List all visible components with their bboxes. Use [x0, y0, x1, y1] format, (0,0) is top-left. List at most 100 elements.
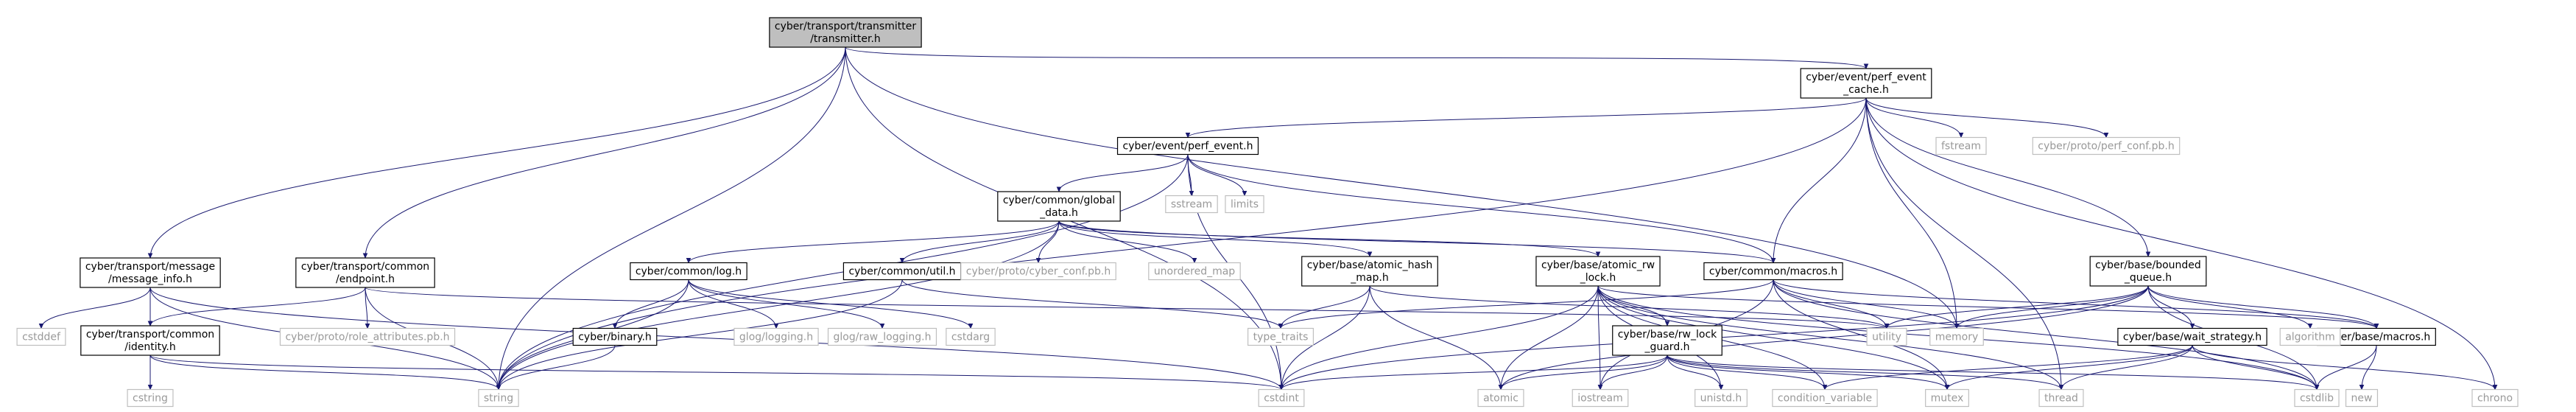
node-label: new [2351, 393, 2373, 405]
node-label: cyber/base/rw_lock [1618, 329, 1717, 341]
node-label: cyber/common/util.h [848, 266, 955, 278]
edge-root-to-memory [845, 46, 1957, 329]
node-util[interactable]: cyber/common/util.h [842, 262, 962, 281]
node-label: type_traits [1253, 332, 1309, 343]
node-box [960, 262, 1116, 281]
edge-log-to-glog-logging [688, 279, 776, 329]
edge-atomic-hash-map-to-type-traits [1281, 285, 1370, 329]
edge-atomic-hash-map-to-utility [1369, 285, 1887, 329]
node-memory: memory [1929, 327, 1984, 346]
node-box [2117, 327, 2267, 346]
node-cyber-conf-pb: cyber/proto/cyber_conf.pb.h [960, 262, 1116, 281]
node-cstring: cstring [127, 388, 174, 408]
node-label: chrono [2477, 393, 2513, 405]
node-string: string [478, 388, 519, 408]
node-algorithm: algorithm [2279, 327, 2341, 346]
edge-bounded-queue-to-macros-base [2147, 285, 2376, 329]
node-condition-variable: condition_variable [1772, 388, 1878, 408]
node-label: cyber/binary.h [578, 332, 652, 343]
edge-perf-event-cache-to-fstream [1865, 97, 1961, 138]
node-box [733, 327, 819, 346]
edge-root-to-message-info [150, 46, 846, 258]
node-label: cyber/proto/role_attributes.pb.h [285, 332, 449, 343]
node-cstdlib: cstdlib [2294, 388, 2340, 408]
node-label: cyber/common/macros.h [1709, 266, 1837, 278]
edge-message-info-to-cstddef [41, 287, 151, 329]
node-box [2279, 327, 2341, 346]
node-box [2032, 136, 2181, 156]
node-identity[interactable]: cyber/transport/common/identity.h [80, 325, 220, 356]
node-wait-strategy[interactable]: cyber/base/wait_strategy.h [2117, 327, 2267, 346]
edge-macros-base-to-cstdlib [2317, 345, 2377, 390]
node-box [1695, 388, 1748, 408]
node-endpoint[interactable]: cyber/transport/common/endpoint.h [295, 257, 435, 288]
node-root[interactable]: cyber/transport/transmitter/transmitter.… [769, 17, 922, 48]
node-atomic-rw-lock[interactable]: cyber/base/atomic_rw_lock.h [1535, 256, 1661, 287]
node-message-info[interactable]: cyber/transport/message/message_info.h [80, 257, 221, 288]
edge-root-to-string [499, 46, 846, 390]
edge-atomic-rw-lock-to-macros-base [1597, 285, 2376, 329]
edge-root-to-perf-event-cache [845, 46, 1866, 69]
node-label: cyber/proto/cyber_conf.pb.h [966, 266, 1111, 278]
edge-perf-event-cache-to-memory [1865, 97, 1957, 329]
node-bounded-queue[interactable]: cyber/base/bounded_queue.h [2089, 256, 2207, 287]
node-label: _lock.h [1580, 272, 1616, 284]
edge-endpoint-to-role-attr-pb [365, 287, 367, 329]
node-rw-lock-guard[interactable]: cyber/base/rw_lock_guard.h [1612, 325, 1722, 356]
edge-global-data-to-unordered-map [1058, 220, 1194, 263]
node-label: cyber/event/perf_event.h [1123, 141, 1253, 153]
node-thread: thread [2038, 388, 2084, 408]
node-macros-base[interactable]: cyber/base/macros.h [2317, 327, 2436, 346]
node-label: /transmitter.h [810, 33, 881, 45]
nodes-layer: cyber/transport/transmitter/transmitter.… [16, 17, 2519, 408]
node-global-data[interactable]: cyber/common/global_data.h [997, 191, 1121, 222]
node-label: /identity.h [124, 341, 175, 353]
node-perf-event-cache[interactable]: cyber/event/perf_event_cache.h [1800, 68, 1932, 99]
edge-perf-event-cache-to-macros-common [1773, 97, 1867, 263]
node-label: cyber/transport/transmitter [775, 21, 916, 32]
node-box [1165, 195, 1218, 214]
edge-global-data-to-atomic-rw-lock [1058, 220, 1598, 256]
node-sstream: sstream [1165, 195, 1218, 214]
edge-wait-strategy-to-condition-variable [1825, 345, 2193, 390]
node-atomic-hash-map[interactable]: cyber/base/atomic_hash_map.h [1301, 256, 1438, 287]
node-role-attr-pb: cyber/proto/role_attributes.pb.h [279, 327, 456, 346]
node-label: unistd.h [1700, 393, 1742, 405]
edge-util-to-type-traits [901, 279, 1281, 329]
node-binary[interactable]: cyber/binary.h [572, 327, 658, 346]
node-label: sstream [1171, 199, 1212, 211]
node-label: condition_variable [1778, 393, 1872, 405]
node-box [1535, 256, 1661, 287]
node-label: cyber/common/log.h [636, 266, 742, 278]
edge-rw-lock-guard-to-atomic [1501, 355, 1668, 390]
node-perf-event[interactable]: cyber/event/perf_event.h [1116, 136, 1259, 156]
edge-perf-event-to-limits [1187, 154, 1245, 196]
edge-perf-event-cache-to-thread [1865, 97, 2061, 390]
node-macros-common[interactable]: cyber/common/macros.h [1703, 262, 1843, 281]
node-cstddef: cstddef [16, 327, 66, 346]
node-label: utility [1872, 332, 1901, 343]
edge-atomic-rw-lock-to-mutex [1597, 285, 1947, 390]
edge-atomic-rw-lock-to-thread [1597, 285, 2061, 390]
node-box [2089, 256, 2207, 287]
edge-rw-lock-guard-to-iostream [1600, 355, 1668, 390]
node-utility: utility [1866, 327, 1907, 346]
edge-log-to-binary [615, 279, 689, 329]
node-log[interactable]: cyber/common/log.h [630, 262, 747, 281]
edge-wait-strategy-to-cstdlib [2192, 345, 2317, 390]
node-label: cstring [133, 393, 168, 405]
edge-rw-lock-guard-to-unistd [1667, 355, 1721, 390]
node-limits: limits [1225, 195, 1264, 214]
node-box [1772, 388, 1878, 408]
node-label: _map.h [1350, 272, 1388, 284]
edge-bounded-queue-to-wait-strategy [2147, 285, 2192, 329]
edges-layer [41, 46, 2495, 390]
node-atomic: atomic [1477, 388, 1524, 408]
edge-global-data-to-atomic-hash-map [1058, 220, 1370, 256]
node-label: mutex [1931, 393, 1964, 405]
edge-macros-common-to-macros-base [1773, 279, 2376, 329]
node-label: cyber/base/bounded [2095, 259, 2201, 271]
edge-wait-strategy-to-thread [2061, 345, 2193, 390]
node-box [1612, 325, 1722, 356]
